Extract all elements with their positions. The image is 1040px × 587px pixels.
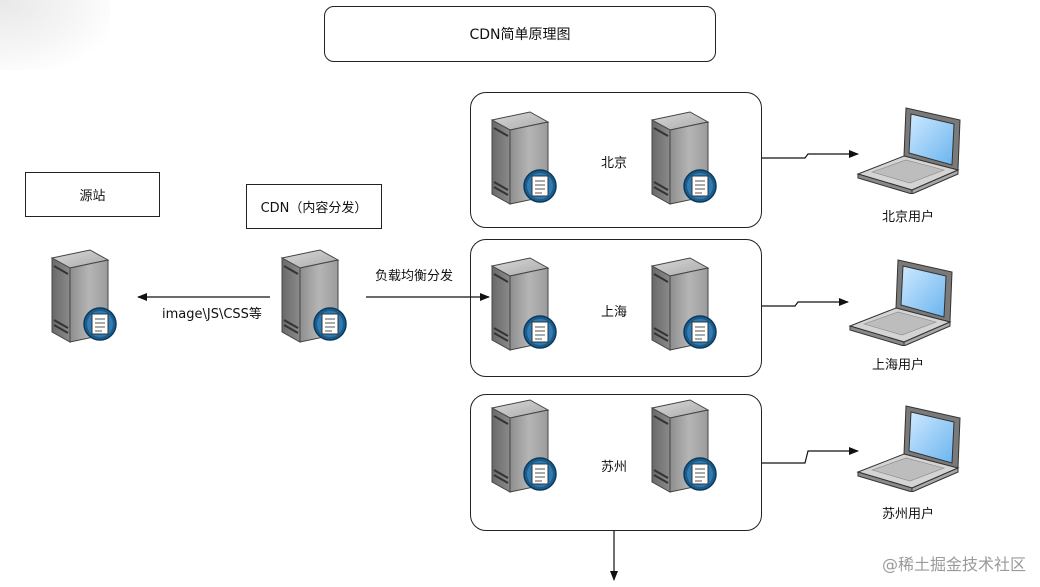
- lb-arrow-label: 负载均衡分发: [375, 269, 454, 284]
- edge-arrow-label: image\JS\CSS等: [162, 307, 262, 322]
- user-label-suzhou: 苏州用户: [882, 507, 935, 522]
- shanghai-user-laptop-icon: [842, 256, 962, 346]
- suzhou-user-laptop-icon: [850, 402, 970, 492]
- node-name-suzhou: 苏州: [601, 460, 628, 475]
- origin-server-icon: [42, 246, 122, 346]
- node-name-shanghai: 上海: [601, 305, 628, 320]
- cdn-server-icon: [272, 246, 352, 346]
- cdn-label: CDN（内容分发）: [260, 201, 368, 216]
- diagram-title: CDN简单原理图: [324, 6, 716, 62]
- suzhou-server-left-icon: [482, 396, 562, 496]
- suzhou-to-user-arrow: [762, 447, 859, 464]
- beijing-user-laptop-icon: [850, 104, 970, 194]
- shanghai-server-right-icon: [642, 254, 722, 354]
- user-label-shanghai: 上海用户: [872, 358, 925, 373]
- origin-label-box: 源站: [25, 172, 160, 217]
- cdn-label-box: CDN（内容分发）: [246, 184, 382, 229]
- shanghai-server-left-icon: [482, 254, 562, 354]
- origin-label: 源站: [79, 189, 106, 204]
- beijing-server-left-icon: [482, 108, 562, 208]
- node-name-beijing: 北京: [601, 156, 628, 171]
- user-label-beijing: 北京用户: [882, 210, 935, 225]
- beijing-server-right-icon: [642, 108, 722, 208]
- shanghai-to-user-arrow: [762, 298, 849, 307]
- corner-fade: [0, 0, 110, 70]
- watermark: @稀土掘金技术社区: [881, 555, 1026, 574]
- diagram-title-text: CDN简单原理图: [469, 27, 571, 43]
- beijing-to-user-arrow: [762, 150, 859, 159]
- suzhou-server-right-icon: [642, 396, 722, 496]
